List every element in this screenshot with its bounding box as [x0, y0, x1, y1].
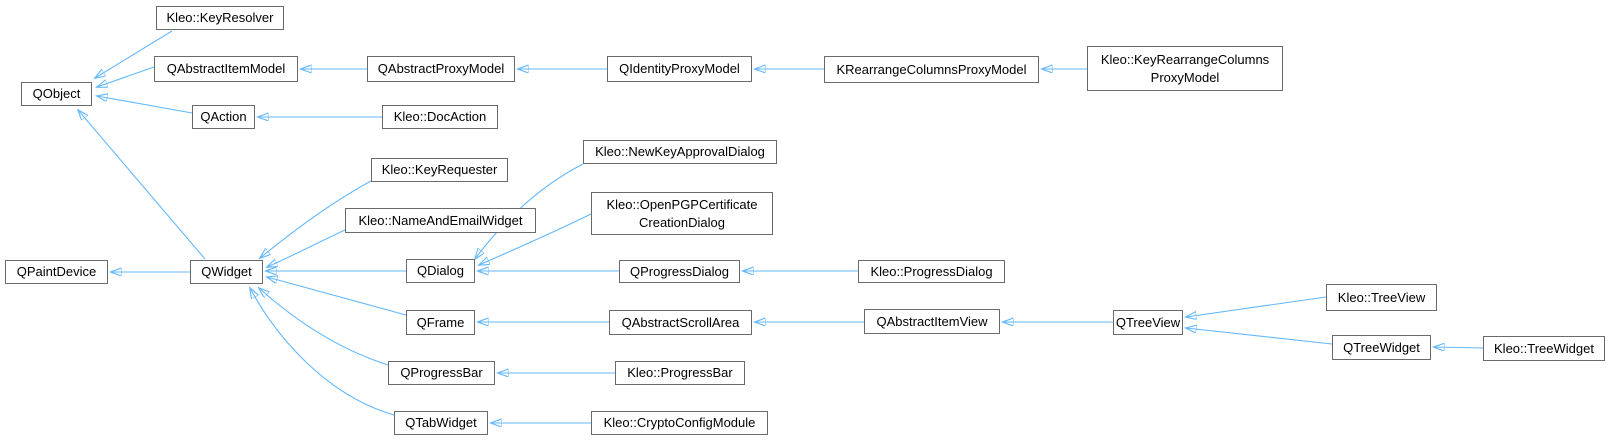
node-qwidget[interactable]: QWidget: [190, 260, 263, 284]
node-qprogressbar[interactable]: QProgressBar: [388, 361, 495, 385]
node-qtabwidget[interactable]: QTabWidget: [394, 411, 488, 435]
node-qobject[interactable]: QObject: [21, 82, 92, 106]
node-krearrangecolumnsproxymodel[interactable]: KRearrangeColumnsProxyModel: [824, 56, 1039, 83]
node-qabstractitemview[interactable]: QAbstractItemView: [864, 309, 1000, 334]
edge-kleo-keyresolver-to-qobject: [95, 30, 173, 78]
node-kleo-treewidget[interactable]: Kleo::TreeWidget: [1483, 336, 1605, 361]
node-qabstractitemmodel[interactable]: QAbstractItemModel: [154, 56, 298, 82]
node-qaction[interactable]: QAction: [192, 105, 255, 129]
edge-kleo-treeview-to-qtreeview: [1186, 296, 1327, 317]
node-kleo-docaction[interactable]: Kleo::DocAction: [382, 105, 498, 129]
node-qframe[interactable]: QFrame: [406, 310, 475, 335]
edge-qaction-to-qobject: [97, 96, 193, 114]
edge-qabstractitemmodel-to-qobject: [97, 66, 155, 87]
node-kleo-progressdialog[interactable]: Kleo::ProgressDialog: [858, 260, 1005, 283]
inheritance-edges: [78, 30, 1484, 423]
node-qidentityproxymodel[interactable]: QIdentityProxyModel: [607, 56, 752, 82]
edge-qtreewidget-to-qtreeview: [1186, 328, 1333, 345]
node-kleo-newkeyapprovaldialog[interactable]: Kleo::NewKeyApprovalDialog: [583, 140, 777, 164]
node-kleo-keyrearrangecolumnsproxymodel[interactable]: Kleo::KeyRearrangeColumns ProxyModel: [1087, 46, 1283, 91]
node-qabstractscrollarea[interactable]: QAbstractScrollArea: [609, 310, 752, 335]
node-qabstractproxymodel[interactable]: QAbstractProxyModel: [367, 56, 515, 82]
edge-kleo-openpgpcertificatecreationdialog-to-qdialog: [479, 213, 592, 265]
node-kleo-progressbar[interactable]: Kleo::ProgressBar: [615, 361, 745, 385]
edge-qframe-to-qwidget: [267, 277, 407, 316]
edge-kleo-treewidget-to-qtreewidget: [1434, 347, 1484, 348]
node-qdialog[interactable]: QDialog: [406, 259, 475, 283]
node-kleo-openpgpcertificatecreationdialog[interactable]: Kleo::OpenPGPCertificate CreationDialog: [591, 192, 773, 235]
node-kleo-keyrequester[interactable]: Kleo::KeyRequester: [371, 158, 508, 182]
node-kleo-keyresolver[interactable]: Kleo::KeyResolver: [156, 6, 284, 30]
node-qpaintdevice[interactable]: QPaintDevice: [5, 260, 108, 284]
node-qprogressdialog[interactable]: QProgressDialog: [619, 260, 740, 283]
node-qtreeview[interactable]: QTreeView: [1113, 310, 1183, 335]
edge-qtabwidget-to-qwidget: [250, 288, 395, 416]
node-kleo-treeview[interactable]: Kleo::TreeView: [1326, 284, 1437, 311]
node-kleo-nameandemailwidget[interactable]: Kleo::NameAndEmailWidget: [345, 208, 536, 233]
node-kleo-cryptoconfigmodule[interactable]: Kleo::CryptoConfigModule: [591, 411, 768, 435]
edge-qprogressbar-to-qwidget: [259, 288, 389, 366]
node-qtreewidget[interactable]: QTreeWidget: [1332, 335, 1431, 360]
edge-kleo-keyrequester-to-qwidget: [260, 180, 372, 258]
edge-qwidget-to-qobject: [78, 110, 206, 260]
edge-kleo-nameandemailwidget-to-qwidget: [267, 229, 346, 267]
